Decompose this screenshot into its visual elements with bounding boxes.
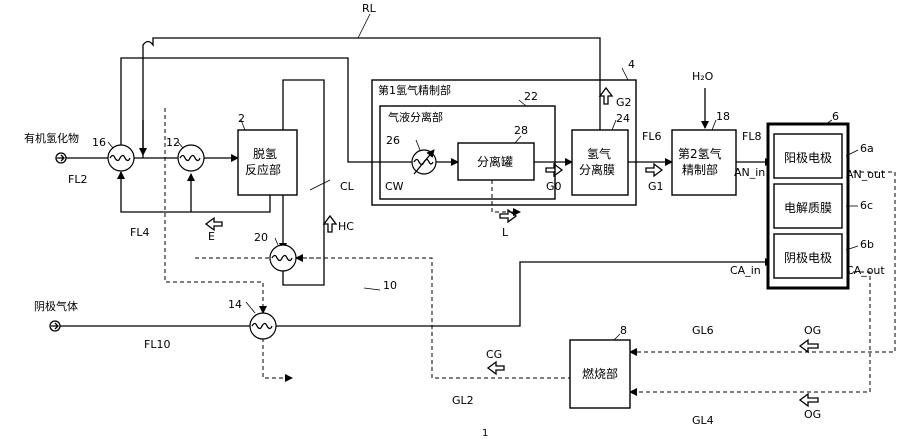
label-gl6: GL6 [692,324,714,337]
label-e: E [208,230,215,243]
system-label-10: 10 [383,279,397,292]
reactor-line1: 脱氢 [253,146,277,161]
ref-4: 4 [628,58,635,71]
label-organic-hydride: 有机氢化物 [24,131,79,145]
purifier2-line1: 第2氢气 [678,146,722,161]
separator-title: 气液分离部 [388,110,443,124]
heat-exchanger-16 [108,145,134,171]
cg-left-arrow [488,362,504,374]
label-fl10: FL10 [144,338,170,351]
purifier2-line2: 精制部 [682,162,718,177]
ref-18: 18 [716,110,730,123]
label-g0: G0 [546,180,562,193]
label-gl2: GL2 [452,394,474,407]
label-og-lower: OG [804,408,821,421]
e-left-arrow [206,218,222,230]
ref-28: 28 [514,124,528,137]
electrolyte-label: 电解质膜 [784,201,832,215]
figure-number: 1 [482,428,488,439]
label-an-in: AN_in [734,166,765,179]
label-fl2: FL2 [68,173,87,186]
label-hc: HC [338,220,354,233]
burner-label: 燃烧部 [582,366,618,381]
label-an-out: AN_out [846,168,886,181]
label-cathode-gas: 阴极气体 [34,299,78,313]
heat-exchanger-20 [270,245,296,271]
label-l: L [502,226,509,239]
cathode-label: 阴极电极 [784,251,832,265]
purifier1-title: 第1氢气精制部 [378,83,451,97]
heat-exchanger-26 [412,150,436,174]
label-g2: G2 [616,96,632,109]
heat-exchanger-12 [178,145,204,171]
g1-right-arrow [646,164,662,176]
label-g1: G1 [648,180,664,193]
membrane-line1: 氢气 [587,146,611,161]
ref-6c: 6c [860,199,873,212]
label-fl4: FL4 [130,226,149,239]
membrane-line2: 分离膜 [579,162,615,177]
ref-26: 26 [386,134,400,147]
ref-2: 2 [238,112,245,125]
label-h2o: H₂O [692,70,714,83]
label-gl4: GL4 [692,414,714,427]
separation-tank-label: 分离罐 [477,154,513,169]
reactor-line2: 反应部 [245,162,281,177]
ref-16: 16 [92,136,106,149]
ref-24: 24 [616,112,630,125]
ref-20: 20 [254,231,268,244]
anode-label: 阳极电极 [784,151,832,165]
label-og-upper: OG [804,324,821,337]
ref-8: 8 [620,324,627,337]
g2-up-arrow [600,88,612,104]
label-ca-in: CA_in [730,264,761,277]
ref-22: 22 [524,90,538,103]
g0-right-arrow [546,164,562,176]
feed-line [56,153,238,163]
label-rl: RL [362,2,377,15]
ref-6: 6 [832,110,839,123]
heat-exchanger-14 [250,313,276,339]
label-ca-out: CA_out [846,264,885,277]
label-cg: CG [486,348,502,361]
ref-6a: 6a [860,142,874,155]
label-cw: CW [385,180,404,193]
label-cl: CL [340,180,355,193]
cathode-gas-line [50,262,772,378]
liquid-drain-line [492,180,520,212]
og-left-arrows [800,340,818,406]
ref-6b: 6b [860,238,874,251]
label-fl8: FL8 [742,130,761,143]
ref-12: 12 [166,136,180,149]
hc-up-arrow [324,216,336,232]
label-fl6: FL6 [642,130,661,143]
ref-14: 14 [228,298,242,311]
